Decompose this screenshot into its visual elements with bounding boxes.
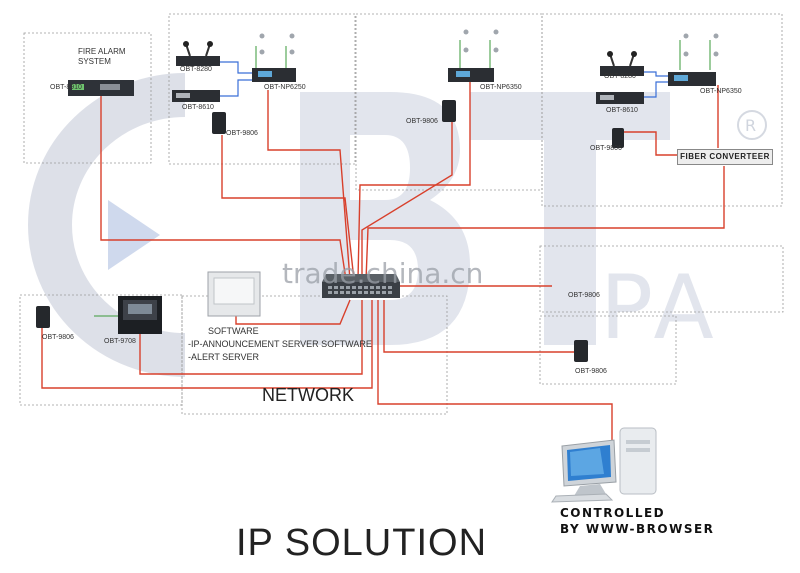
fire-alarm-unit bbox=[68, 80, 134, 96]
software-box bbox=[207, 271, 261, 317]
fire-alarm-device-label: OBT-8910 bbox=[50, 84, 82, 91]
zone6-speaker-label: OBT-9806 bbox=[575, 368, 607, 375]
wireless-mic-receiver bbox=[176, 41, 220, 66]
software-item-2: -ALERT SERVER bbox=[188, 352, 260, 362]
page-title: IP SOLUTION bbox=[236, 522, 488, 564]
zone4-mic-label: OBT-8280 bbox=[604, 73, 636, 80]
zone-4-box bbox=[541, 13, 783, 207]
amplifier-unit bbox=[172, 90, 220, 102]
zone5-speaker-label: OBT-9806 bbox=[568, 292, 600, 299]
controlled-line-2: BY WWW-BROWSER bbox=[560, 522, 715, 536]
zone-fire-alarm-box bbox=[23, 32, 152, 164]
software-title: SOFTWARE bbox=[208, 326, 259, 336]
zone2-unit-label: OBT-NP6250 bbox=[264, 84, 306, 91]
zone4-speaker-label: OBT-9806 bbox=[590, 145, 622, 152]
zone3-speaker-label: OBT-9806 bbox=[406, 118, 438, 125]
ip-terminal-unit bbox=[252, 68, 296, 82]
software-item-1: -IP-ANNOUNCEMENT SERVER SOFTWARE bbox=[188, 339, 372, 349]
controlled-label: CONTROLLED BY WWW-BROWSER bbox=[560, 505, 714, 537]
ceiling-speakers bbox=[259, 29, 719, 57]
ip-terminal-unit-zone3 bbox=[448, 68, 494, 82]
svg-text:PA: PA bbox=[600, 256, 720, 359]
zone4-unit-label: OBT-NP6350 bbox=[700, 88, 742, 95]
wall-speakers bbox=[36, 100, 624, 362]
fiber-converter-box: FIBER CONVERTEER bbox=[677, 149, 773, 165]
zone-2-box bbox=[168, 13, 356, 165]
wall-speaker-icon bbox=[442, 100, 456, 122]
watermark-text: trade.china.cn bbox=[282, 257, 484, 290]
wall-speaker-icon bbox=[612, 128, 624, 148]
zone-6-box bbox=[539, 315, 677, 385]
ip-terminal-unit-zone4 bbox=[668, 72, 716, 86]
amplifier-unit-zone4 bbox=[596, 92, 644, 104]
wireless-mic-receiver-zone4 bbox=[600, 51, 644, 76]
svg-text:R: R bbox=[745, 116, 756, 135]
zone3-unit-label: OBT-NP6350 bbox=[480, 84, 522, 91]
network-switch-icon bbox=[322, 274, 400, 298]
wall-speaker-icon bbox=[36, 306, 50, 328]
zone7-speaker-label: OBT-9806 bbox=[42, 334, 74, 341]
zone7-console-label: OBT-9708 bbox=[104, 338, 136, 345]
controlled-line-1: CONTROLLED bbox=[560, 506, 666, 520]
zone-5-box bbox=[539, 245, 784, 313]
zone4-amp-label: OBT-8610 bbox=[606, 107, 638, 114]
zone2-amp-label: OBT-8610 bbox=[182, 104, 214, 111]
network-box bbox=[181, 295, 448, 415]
zone2-mic-label: OBT-8280 bbox=[180, 66, 212, 73]
wall-speaker-icon bbox=[212, 112, 226, 134]
ip-console-unit bbox=[118, 296, 162, 334]
wall-speaker-icon bbox=[574, 340, 588, 362]
network-label: NETWORK bbox=[262, 385, 354, 405]
zone2-speaker-label: OBT-9806 bbox=[226, 130, 258, 137]
desktop-computer-icon bbox=[551, 427, 657, 503]
fire-alarm-label: FIRE ALARM SYSTEM bbox=[78, 47, 126, 66]
